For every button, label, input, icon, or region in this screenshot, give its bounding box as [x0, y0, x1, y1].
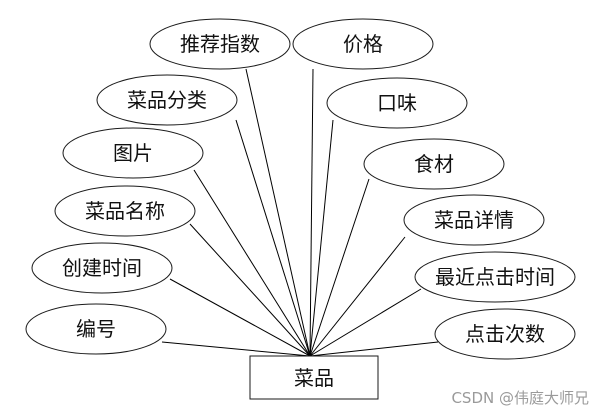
attribute-label-price: 价格	[343, 32, 383, 56]
connector-dish-details	[309, 236, 406, 357]
attribute-ellipse-category	[96, 74, 238, 126]
connector-last-click-time	[309, 288, 422, 357]
attribute-ellipse-image	[62, 127, 204, 179]
attribute-label-click-count: 点击次数	[465, 322, 545, 346]
entity-label: 菜品	[294, 366, 334, 390]
connector-dish-name	[189, 223, 311, 357]
attribute-label-dish-details: 菜品详情	[434, 208, 514, 232]
attribute-label-ingredients: 食材	[414, 152, 454, 176]
attribute-dish-details: 菜品详情	[403, 194, 545, 246]
attribute-ellipse-ingredients	[363, 138, 505, 190]
attribute-label-category: 菜品分类	[127, 88, 207, 112]
connector-taste	[309, 119, 334, 357]
attribute-serial-number: 编号	[25, 303, 167, 355]
connector-recommend-index	[245, 68, 311, 357]
attribute-recommend-index: 推荐指数	[149, 18, 291, 70]
attribute-label-dish-name: 菜品名称	[85, 199, 165, 223]
attribute-ellipse-recommend-index	[149, 18, 291, 70]
attribute-image: 图片	[62, 127, 204, 179]
connector-created-time	[169, 278, 311, 357]
attribute-ellipse-click-count	[434, 308, 576, 360]
attribute-ellipse-taste	[326, 77, 468, 129]
attribute-ellipse-serial-number	[25, 303, 167, 355]
attribute-ellipse-dish-name	[54, 185, 196, 237]
attribute-ellipse-created-time	[31, 242, 173, 294]
attribute-ingredients: 食材	[363, 138, 505, 190]
attribute-label-last-click-time: 最近点击时间	[435, 265, 555, 289]
attribute-category: 菜品分类	[96, 74, 238, 126]
attribute-ellipse-last-click-time	[414, 251, 576, 303]
entity-box	[249, 355, 379, 400]
connector-ingredients	[309, 178, 370, 357]
attribute-label-created-time: 创建时间	[62, 256, 142, 280]
connector-click-count	[309, 341, 439, 357]
attribute-taste: 口味	[326, 77, 468, 129]
attribute-label-taste: 口味	[377, 91, 417, 115]
entity: 菜品	[249, 355, 379, 400]
attribute-label-serial-number: 编号	[76, 317, 116, 341]
connector-image	[193, 169, 311, 357]
attribute-ellipse-price	[292, 18, 434, 70]
connector-serial-number	[161, 341, 311, 357]
connectors	[161, 68, 439, 357]
attribute-ellipse-dish-details	[403, 194, 545, 246]
watermark: CSDN @伟庭大师兄	[451, 389, 589, 407]
attribute-label-recommend-index: 推荐指数	[180, 32, 260, 56]
attribute-dish-name: 菜品名称	[54, 185, 196, 237]
connector-category	[235, 119, 311, 357]
attribute-created-time: 创建时间	[31, 242, 173, 294]
connector-price	[309, 68, 314, 357]
attribute-price: 价格	[292, 18, 434, 70]
attribute-label-image: 图片	[113, 141, 153, 165]
attribute-click-count: 点击次数	[434, 308, 576, 360]
attribute-last-click-time: 最近点击时间	[414, 251, 576, 303]
